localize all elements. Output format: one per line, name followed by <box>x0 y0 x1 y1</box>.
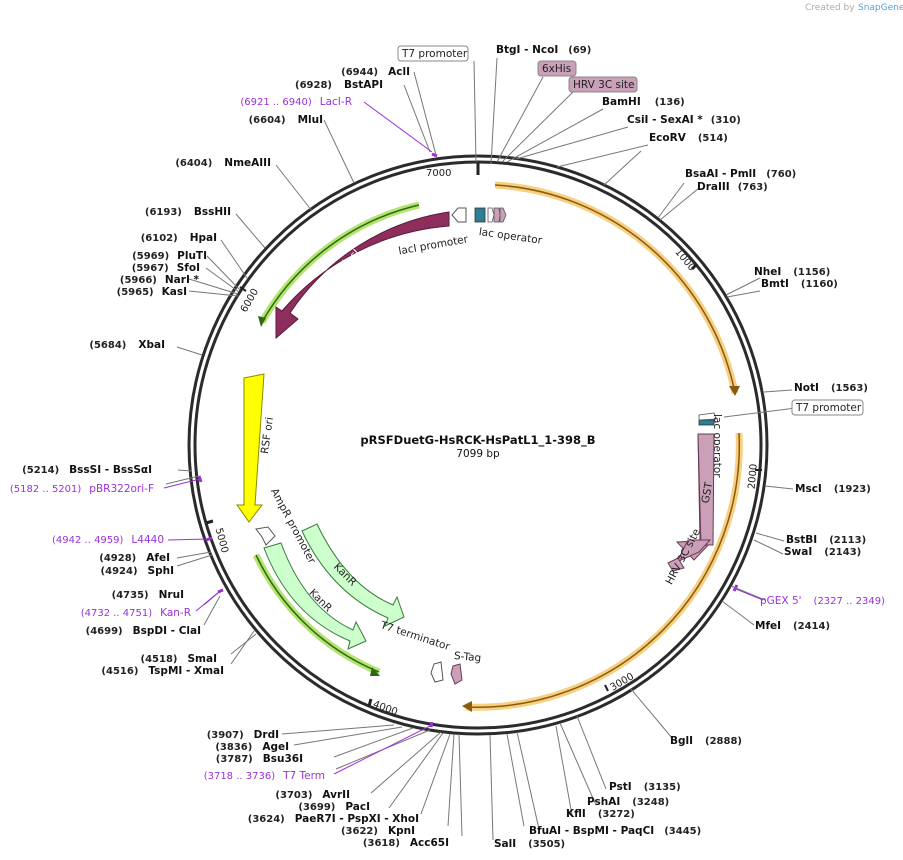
s-tag-mark <box>450 663 463 685</box>
kanr-outer-arrow <box>263 542 367 650</box>
gst-body <box>697 433 715 546</box>
site-kpni: (3622)KpnI <box>341 825 415 837</box>
site-kfli: KflI(3272) <box>566 808 635 820</box>
rsf-ori-arrow <box>236 373 265 523</box>
site-bfuai: BfuAI - BspMI - PaqCI(3445) <box>529 825 701 837</box>
site-nari: (5966)NarI * <box>120 274 200 286</box>
site-avrii: (3703)AvrII <box>275 789 350 801</box>
plasmid-backbone <box>187 154 769 736</box>
site-nmeaiii: (6404)NmeAIII <box>175 157 271 169</box>
site-bgli: BglI(2888) <box>670 735 742 747</box>
plasmid-name: pRSFDuetG-HsRCK-HsPatL1_1-398_B <box>360 433 595 448</box>
site-bstapi: (6928)BstAPI <box>295 79 383 91</box>
site-btgi: BtgI - NcoI(69) <box>496 44 591 56</box>
t7-terminator-mark <box>430 661 444 683</box>
site-sphi: (4924)SphI <box>101 565 174 577</box>
plasmid-size: 7099 bp <box>456 448 500 460</box>
t7-promoter-mark-top <box>487 207 495 223</box>
site-bamhi: BamHI(136) <box>602 96 685 108</box>
site-csii: CsiI - SexAI *(310) <box>627 114 741 126</box>
s-tag-label: S-Tag <box>454 650 482 664</box>
orf-highlights <box>252 181 743 712</box>
site-noti: NotI(1563) <box>794 382 868 394</box>
site-psti: PstI(3135) <box>609 781 681 793</box>
primer-leader-lines <box>163 101 764 775</box>
lac-operator-box-top <box>474 207 486 223</box>
ampr-promoter-arrow <box>255 526 276 546</box>
tick-2000: 2000 <box>747 463 760 489</box>
site-swai: SwaI(2143) <box>784 546 861 558</box>
site-labels-right: BtgI - NcoI(69) BamHI(136) CsiI - SexAI … <box>494 44 885 850</box>
site-msci: MscI(1923) <box>795 483 871 495</box>
site-afei: (4928)AfeI <box>99 552 170 564</box>
his-tag-box <box>537 60 577 77</box>
site-sfoi: (5967)SfoI <box>132 262 200 274</box>
hrv-3c-site-box <box>568 76 638 93</box>
t7-promoter-right-label: T7 promoter <box>795 402 862 414</box>
t7-promoter-mark-right <box>698 412 717 421</box>
site-mlui: (6604)MluI <box>249 114 323 126</box>
primer-laci-r: (6921 .. 6940)LacI-R <box>240 96 352 108</box>
primer-pbr322ori-f: (5182 .. 5201)pBR322ori-F <box>10 483 154 495</box>
site-kasi: (5965)KasI <box>117 286 187 298</box>
hrv-site-mark <box>499 207 507 223</box>
gst-label: GST <box>700 481 716 505</box>
hrv-3c-site-label: HRV 3C site <box>573 79 634 91</box>
credit-prefix: Created by <box>805 3 855 13</box>
site-paci: (3699)PacI <box>298 801 370 813</box>
tick-7000: 7000 <box>426 168 451 179</box>
site-acc65i: (3618)Acc65I <box>363 837 449 849</box>
site-xbai: (5684)XbaI <box>89 339 165 351</box>
site-sali: SalI(3505) <box>494 838 565 850</box>
site-tspmi: (4516)TspMI - XmaI <box>101 665 224 677</box>
site-pshai: PshAI(3248) <box>587 796 669 808</box>
primer-l4440: (4942 .. 4959)L4440 <box>52 534 164 546</box>
site-paer7i: (3624)PaeR7I - PspXI - XhoI <box>248 813 419 825</box>
hrv-3c-site-arrow <box>667 557 685 572</box>
his-tag-label: 6xHis <box>542 63 571 75</box>
primer-t7-term: (3718 .. 3736)T7 Term <box>204 770 325 782</box>
his-tag-mark <box>493 207 501 223</box>
laci-promoter-arrow <box>451 207 467 223</box>
primer-pgex5: pGEX 5'(2327 .. 2349) <box>760 595 885 607</box>
site-nhei: NheI(1156) <box>754 266 830 278</box>
site-pluti: (5969)PluTI <box>132 250 207 262</box>
t7-promoter-top-label: T7 promoter <box>401 48 468 60</box>
site-acli: (6944)AclI <box>341 66 410 78</box>
laci-arrow <box>275 211 450 340</box>
site-bstbi: BstBI(2113) <box>786 534 866 546</box>
lac-operator-label-top: lac operator <box>478 226 543 247</box>
boxed-labels: T7 promoter 6xHis HRV 3C site T7 promote… <box>397 45 864 416</box>
site-agei: (3836)AgeI <box>215 741 289 753</box>
t7-terminator-label: T7 terminator <box>378 619 452 653</box>
site-smai: (4518)SmaI <box>141 653 217 665</box>
site-bmti: BmtI(1160) <box>761 278 838 290</box>
site-bsu36i: (3787)Bsu36I <box>216 753 303 765</box>
site-bsshii: (6193)BssHII <box>145 206 231 218</box>
credit-brand: SnapGene <box>858 3 903 13</box>
t7-promoter-top-box <box>397 45 469 62</box>
site-mfei: MfeI(2414) <box>755 620 830 632</box>
site-bspdi: (4699)BspDI - ClaI <box>86 625 201 637</box>
rsf-ori-label: RSF ori <box>259 416 276 454</box>
site-bsaai: BsaAI - PmlI(760) <box>685 168 796 180</box>
site-draiii: DraIII(763) <box>697 181 768 193</box>
laci-promoter-label: lacI promoter <box>398 233 470 257</box>
site-ecorv: EcoRV(514) <box>649 132 728 144</box>
kanr-inner-arrow <box>301 523 405 627</box>
site-bsssi: (5214)BssSI - BssSαI <box>22 464 152 476</box>
site-nrui: (4735)NruI <box>112 589 184 601</box>
lac-operator-box-right <box>698 419 715 426</box>
site-labels-left: (6944)AclI (6928)BstAPI (6921 .. 6940)La… <box>10 66 449 849</box>
t7-promoter-right-box <box>791 399 864 416</box>
site-drdi: (3907)DrdI <box>207 729 279 741</box>
site-hpai: (6102)HpaI <box>141 232 217 244</box>
primer-kan-r: (4732 .. 4751)Kan-R <box>81 607 191 619</box>
